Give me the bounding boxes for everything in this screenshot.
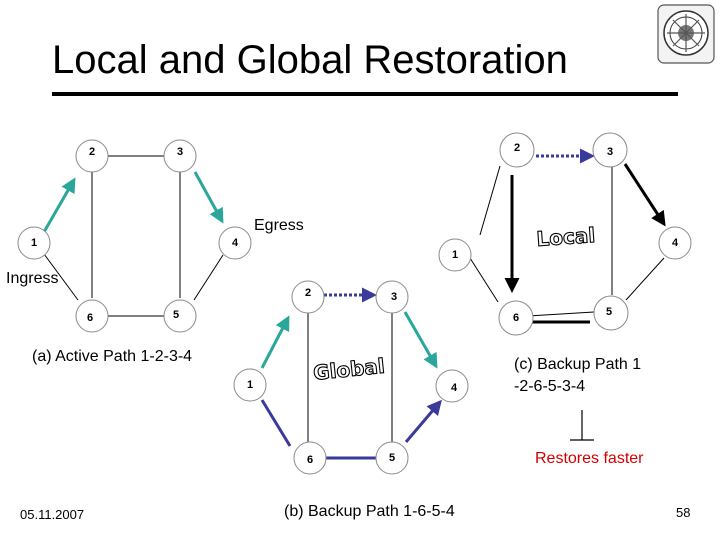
graph-c-node-4	[658, 226, 692, 260]
ingress-label: Ingress	[6, 270, 59, 287]
local-callout: Local	[536, 223, 596, 251]
graph-b-node-1-label: 1	[247, 379, 253, 391]
graph-a-node-1-label: 1	[31, 237, 37, 249]
edge-a-1-6	[43, 253, 79, 301]
active-arrow-3-4	[403, 311, 438, 369]
active-arrow-1-2	[42, 177, 76, 233]
graph-b-node-6-label: 6	[307, 454, 313, 466]
graph-a-node-4-label: 4	[232, 237, 239, 249]
graph-a-node-2-label: 2	[89, 146, 95, 158]
graph-b-node-4-label: 4	[451, 382, 458, 394]
graph-c-node-3	[592, 132, 628, 168]
egress-label: Egress	[254, 217, 304, 234]
edge-c-1-2	[479, 165, 501, 236]
backup-path-1-6	[260, 399, 292, 447]
title-underline	[52, 92, 678, 96]
footer-date: 05.11.2007	[20, 507, 85, 522]
active-arrow-3-4	[193, 171, 224, 224]
caption-local-backup-line2: -2-6-5-3-4	[514, 378, 586, 395]
graph-c-node-1	[438, 238, 472, 272]
graph-c-node-3-label: 3	[607, 146, 613, 158]
graph-c-node-5	[593, 295, 629, 331]
caption-local-backup-line1: (c) Backup Path 1	[514, 356, 642, 373]
graph-a-node-5-label: 5	[173, 309, 179, 321]
graph-b-node-1	[233, 368, 267, 402]
graph-a-node-6-label: 6	[87, 312, 93, 324]
edge-c-4-5	[625, 257, 665, 301]
active-arrow-1-2	[260, 315, 290, 369]
graph-c-node-1-label: 1	[452, 249, 458, 261]
graph-c-node-4-label: 4	[672, 237, 679, 249]
slide-title: Local and Global Restoration	[52, 38, 568, 82]
caption-active-path: (a) Active Path 1-2-3-4	[32, 348, 193, 365]
backup-arrow-5-4	[404, 399, 442, 443]
graph-b-node-3	[375, 280, 409, 314]
graph-c-node-6-label: 6	[513, 312, 519, 324]
graph-a-node-6	[75, 299, 109, 333]
graph-b-node-4	[435, 369, 469, 403]
edge-c-1-6	[469, 257, 499, 303]
graph-c-node-6	[498, 300, 534, 336]
graph-b-node-3-label: 3	[391, 291, 397, 303]
graph-a-node-5	[163, 299, 197, 333]
graph-b-node-6	[293, 441, 327, 475]
graph-b: 1 2 3 4 5 6 Global	[233, 280, 469, 475]
graph-c-node-2-label: 2	[514, 142, 520, 154]
edge-c-6-5	[527, 311, 595, 317]
graph-a-node-4	[218, 226, 252, 260]
caption-global-backup: (b) Backup Path 1-6-5-4	[284, 503, 455, 520]
graph-a-node-3-label: 3	[177, 146, 183, 158]
local-arrow-3-4	[623, 163, 666, 227]
graph-b-node-5	[375, 441, 409, 475]
global-callout: Global	[312, 354, 386, 385]
page-number: 58	[676, 505, 691, 520]
graph-a-node-3	[163, 139, 197, 173]
graph-b-node-2-label: 2	[305, 287, 311, 299]
restores-faster-label: Restores faster	[535, 450, 644, 467]
graph-c: 1 2 3 4 5 6 Local	[438, 132, 692, 336]
graph-a-node-1	[17, 226, 51, 260]
institute-logo	[657, 4, 715, 64]
graph-a-node-2	[75, 139, 109, 173]
graph-c-node-5-label: 5	[606, 306, 612, 318]
graph-b-node-5-label: 5	[389, 452, 395, 464]
graph-a: 1 2 3 4 5 6	[17, 139, 252, 333]
edge-a-4-5	[193, 254, 224, 301]
graph-b-node-2	[291, 280, 325, 314]
graph-c-node-2	[499, 132, 535, 168]
